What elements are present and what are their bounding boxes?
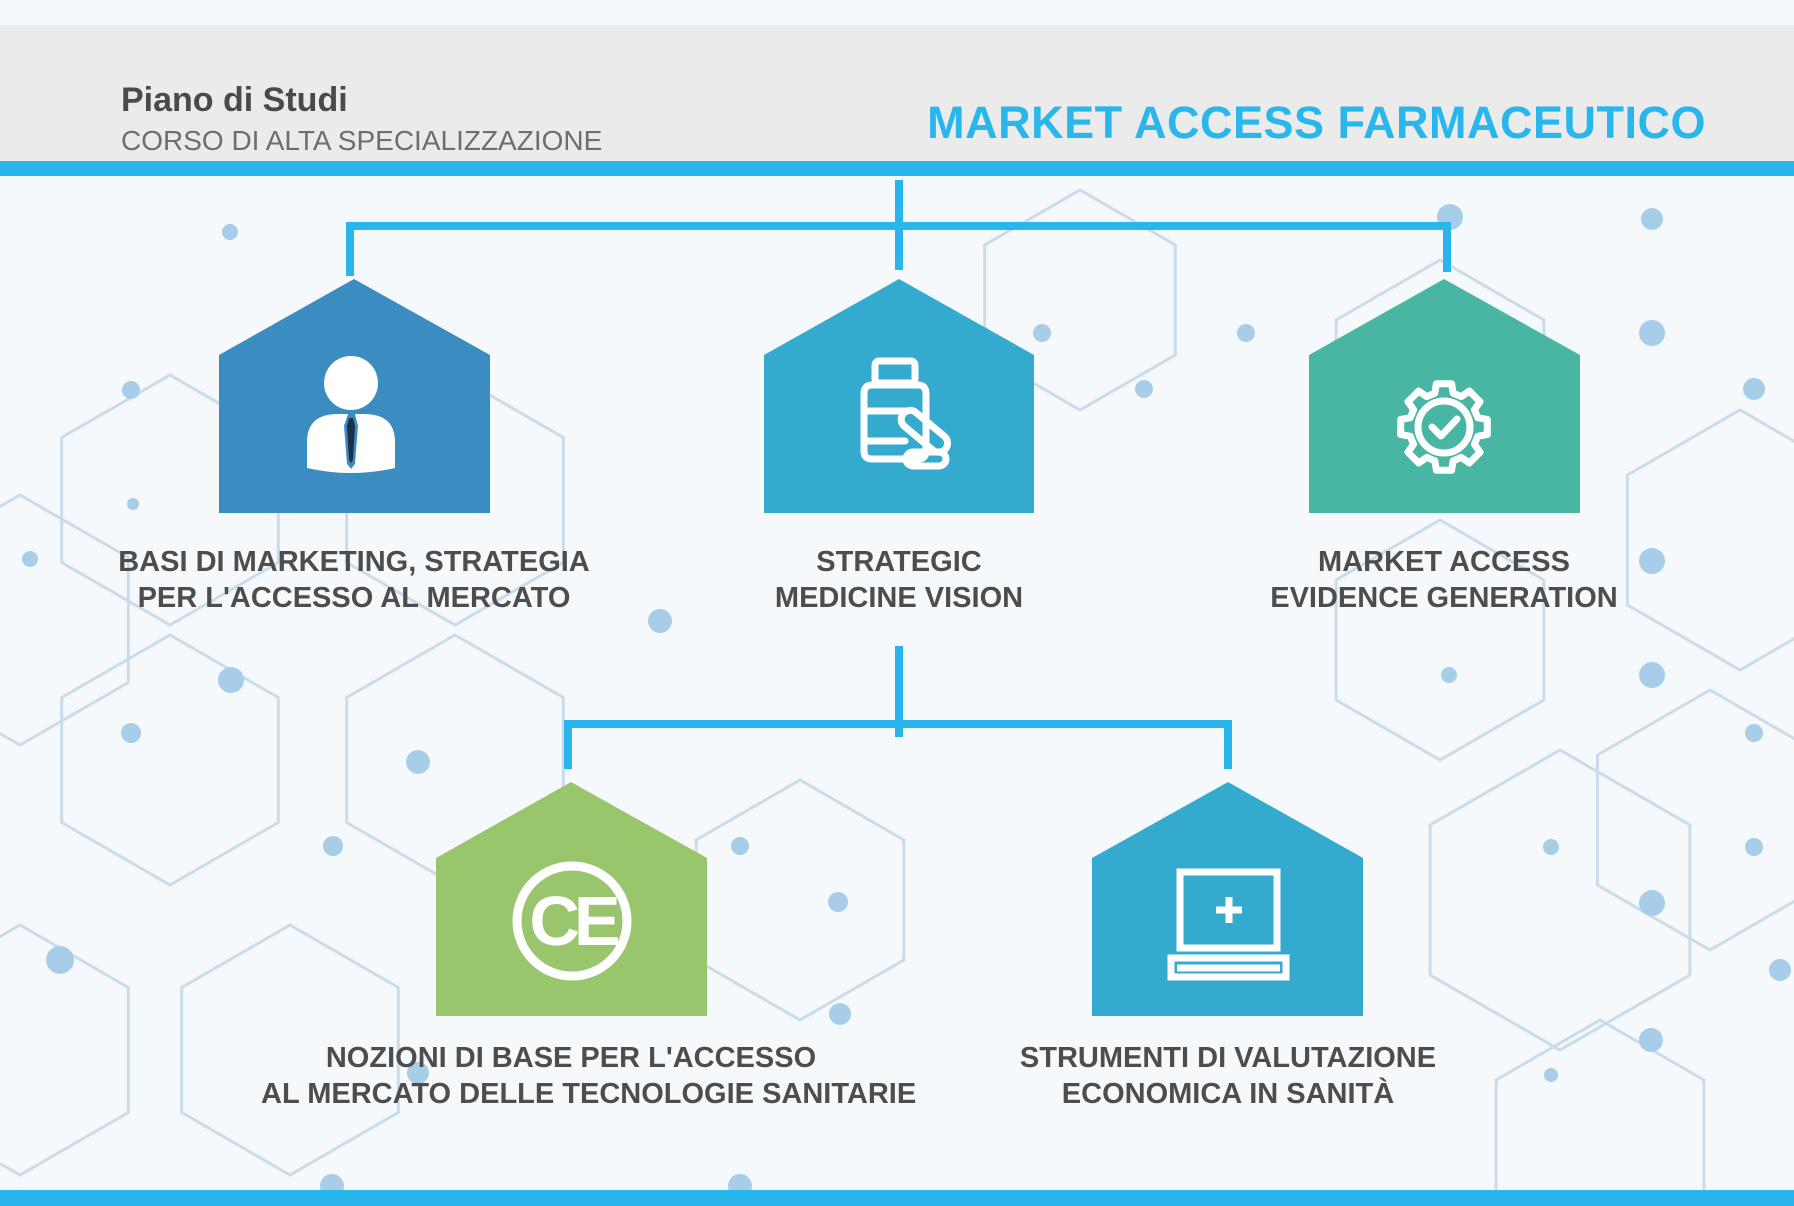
gear-check-icon xyxy=(1397,380,1491,474)
background-node xyxy=(323,836,343,856)
background-node xyxy=(122,381,140,399)
module-label-2-line-1: STRATEGIC xyxy=(816,546,982,578)
module-house-2 xyxy=(764,279,1034,513)
connector-lines-bottom xyxy=(564,646,1232,769)
background-node xyxy=(1639,1028,1663,1052)
module-label-5-line-1: STRUMENTI DI VALUTAZIONE xyxy=(1019,1042,1437,1074)
page-subtitle: CORSO DI ALTA SPECIALIZZAZIONE xyxy=(121,125,603,156)
background-node xyxy=(1639,548,1665,574)
background-hexagon xyxy=(1494,1018,1706,1206)
businessman-icon xyxy=(307,356,395,473)
background-hexagon xyxy=(694,778,906,1022)
module-label-5-line-2: ECONOMICA IN SANITÀ xyxy=(1061,1078,1395,1110)
module-label-5: STRUMENTI DI VALUTAZIONE ECONOMICA IN SA… xyxy=(948,1040,1508,1112)
ce-mark-icon: CE xyxy=(512,861,632,981)
background-node xyxy=(1769,959,1791,981)
background-node xyxy=(1743,378,1765,400)
background-hexagon xyxy=(0,923,130,1177)
module-label-4-line-2: AL MERCATO DELLE TECNOLOGIE SANITARIE xyxy=(261,1078,917,1110)
medical-computer-icon xyxy=(1167,868,1290,981)
background-node xyxy=(1745,724,1763,742)
background-node xyxy=(222,224,238,240)
module-house-4: CE xyxy=(436,782,707,1016)
background-node xyxy=(1745,838,1763,856)
module-label-1-line-1: BASI DI MARKETING, STRATEGIA xyxy=(118,546,590,578)
background-hexagon xyxy=(1428,748,1692,1052)
background-hexagon xyxy=(1334,518,1546,762)
background-node xyxy=(1135,380,1153,398)
module-label-1: BASI DI MARKETING, STRATEGIA PER L'ACCES… xyxy=(74,544,634,616)
background-node xyxy=(218,667,244,693)
background-node xyxy=(731,837,749,855)
module-label-1-line-2: PER L'ACCESSO AL MERCATO xyxy=(137,582,571,614)
header-divider xyxy=(0,161,1794,176)
module-label-3-line-1: MARKET ACCESS xyxy=(1318,546,1570,578)
background-node xyxy=(1033,324,1051,342)
course-name: MARKET ACCESS FARMACEUTICO xyxy=(927,97,1706,148)
svg-text:CE: CE xyxy=(529,882,618,960)
background-hexagon xyxy=(180,923,400,1177)
background-node xyxy=(121,723,141,743)
module-label-4: NOZIONI DI BASE PER L'ACCESSO AL MERCATO… xyxy=(261,1040,917,1112)
background-node xyxy=(406,750,430,774)
module-label-4-line-1: NOZIONI DI BASE PER L'ACCESSO xyxy=(325,1042,817,1074)
background-node xyxy=(1639,320,1665,346)
background-hexagon xyxy=(0,493,130,747)
module-house-3 xyxy=(1309,279,1580,513)
background-node xyxy=(1543,839,1559,855)
module-house-1 xyxy=(219,279,490,513)
background-node xyxy=(46,946,74,974)
background-node xyxy=(828,892,848,912)
connector-lines-top xyxy=(346,180,1451,276)
background-node xyxy=(1639,662,1665,688)
background-node xyxy=(127,498,139,510)
module-label-3-line-2: EVIDENCE GENERATION xyxy=(1270,582,1618,614)
page-title: Piano di Studi xyxy=(121,81,348,119)
medicine-bottle-pill-icon xyxy=(860,357,952,470)
background-node xyxy=(1641,208,1663,230)
background-node xyxy=(829,1003,851,1025)
background-hexagon xyxy=(60,633,280,887)
module-label-2: STRATEGIC MEDICINE VISION xyxy=(619,544,1179,616)
module-label-2-line-2: MEDICINE VISION xyxy=(774,582,1024,614)
background-node xyxy=(1237,324,1255,342)
background-hexagon xyxy=(1595,688,1794,952)
background-node xyxy=(1544,1068,1558,1082)
module-label-3: MARKET ACCESS EVIDENCE GENERATION xyxy=(1164,544,1724,616)
background-node xyxy=(22,551,38,567)
background-hexagon xyxy=(1625,408,1794,672)
background-node xyxy=(1441,667,1457,683)
module-house-5 xyxy=(1092,782,1363,1016)
background-node xyxy=(1639,890,1665,916)
background-node xyxy=(407,1062,429,1084)
footer-bar xyxy=(0,1190,1794,1206)
background-node xyxy=(648,609,672,633)
background-hexagon xyxy=(983,188,1177,412)
header: Piano di Studi CORSO DI ALTA SPECIALIZZA… xyxy=(0,25,1794,161)
